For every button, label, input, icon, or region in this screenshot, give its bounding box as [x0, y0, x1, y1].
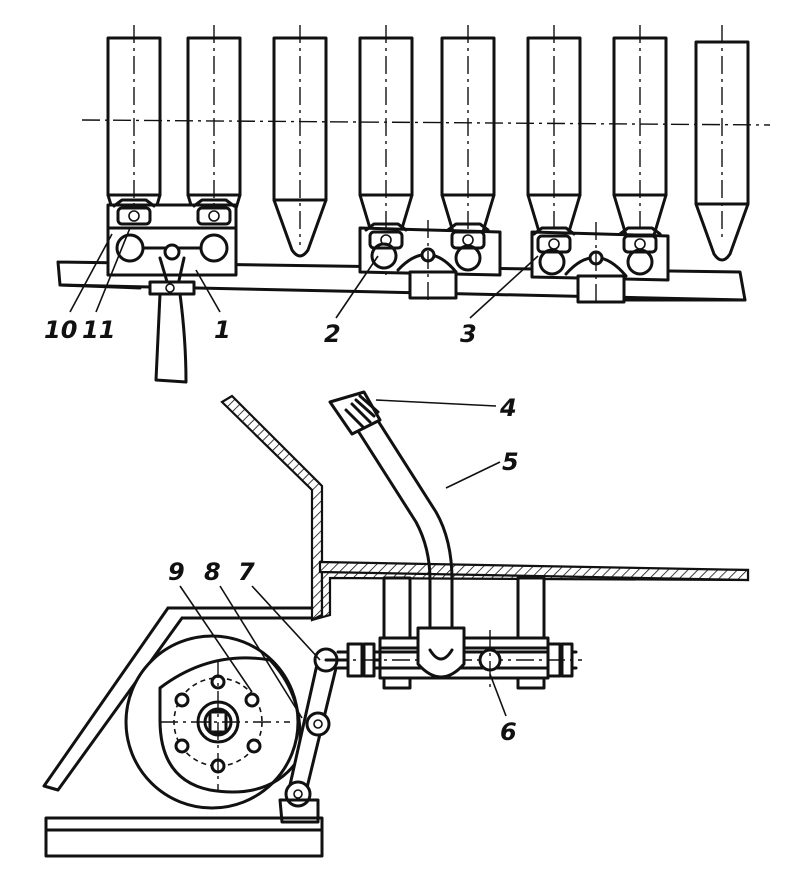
- label-9: 9: [168, 558, 185, 586]
- gripper-carriage: [358, 220, 502, 300]
- label-7: 7: [238, 558, 255, 586]
- label-5: 5: [502, 448, 519, 476]
- inclined-guide: [42, 606, 314, 792]
- filling-head-carriage: [106, 198, 238, 384]
- lever-arm: [278, 647, 386, 824]
- hose: [154, 292, 188, 384]
- label-6: 6: [500, 718, 517, 746]
- part-labels: 10 11 1 2 3 4 5 6 7 8 9: [44, 316, 519, 746]
- label-8: 8: [204, 558, 221, 586]
- gripper-carriage: [530, 222, 670, 305]
- label-10: 10: [44, 316, 77, 344]
- base-frame: [44, 816, 324, 858]
- top-view: [56, 25, 771, 384]
- label-4: 4: [499, 394, 517, 422]
- nozzle-pipe: [328, 390, 466, 679]
- label-3: 3: [460, 320, 477, 348]
- label-1: 1: [214, 316, 231, 344]
- cam-disc: [124, 634, 302, 810]
- hopper-wall: [220, 394, 324, 622]
- table-plate: [318, 560, 750, 582]
- label-2: 2: [324, 320, 341, 348]
- label-11: 11: [82, 316, 115, 344]
- side-view: [42, 390, 750, 858]
